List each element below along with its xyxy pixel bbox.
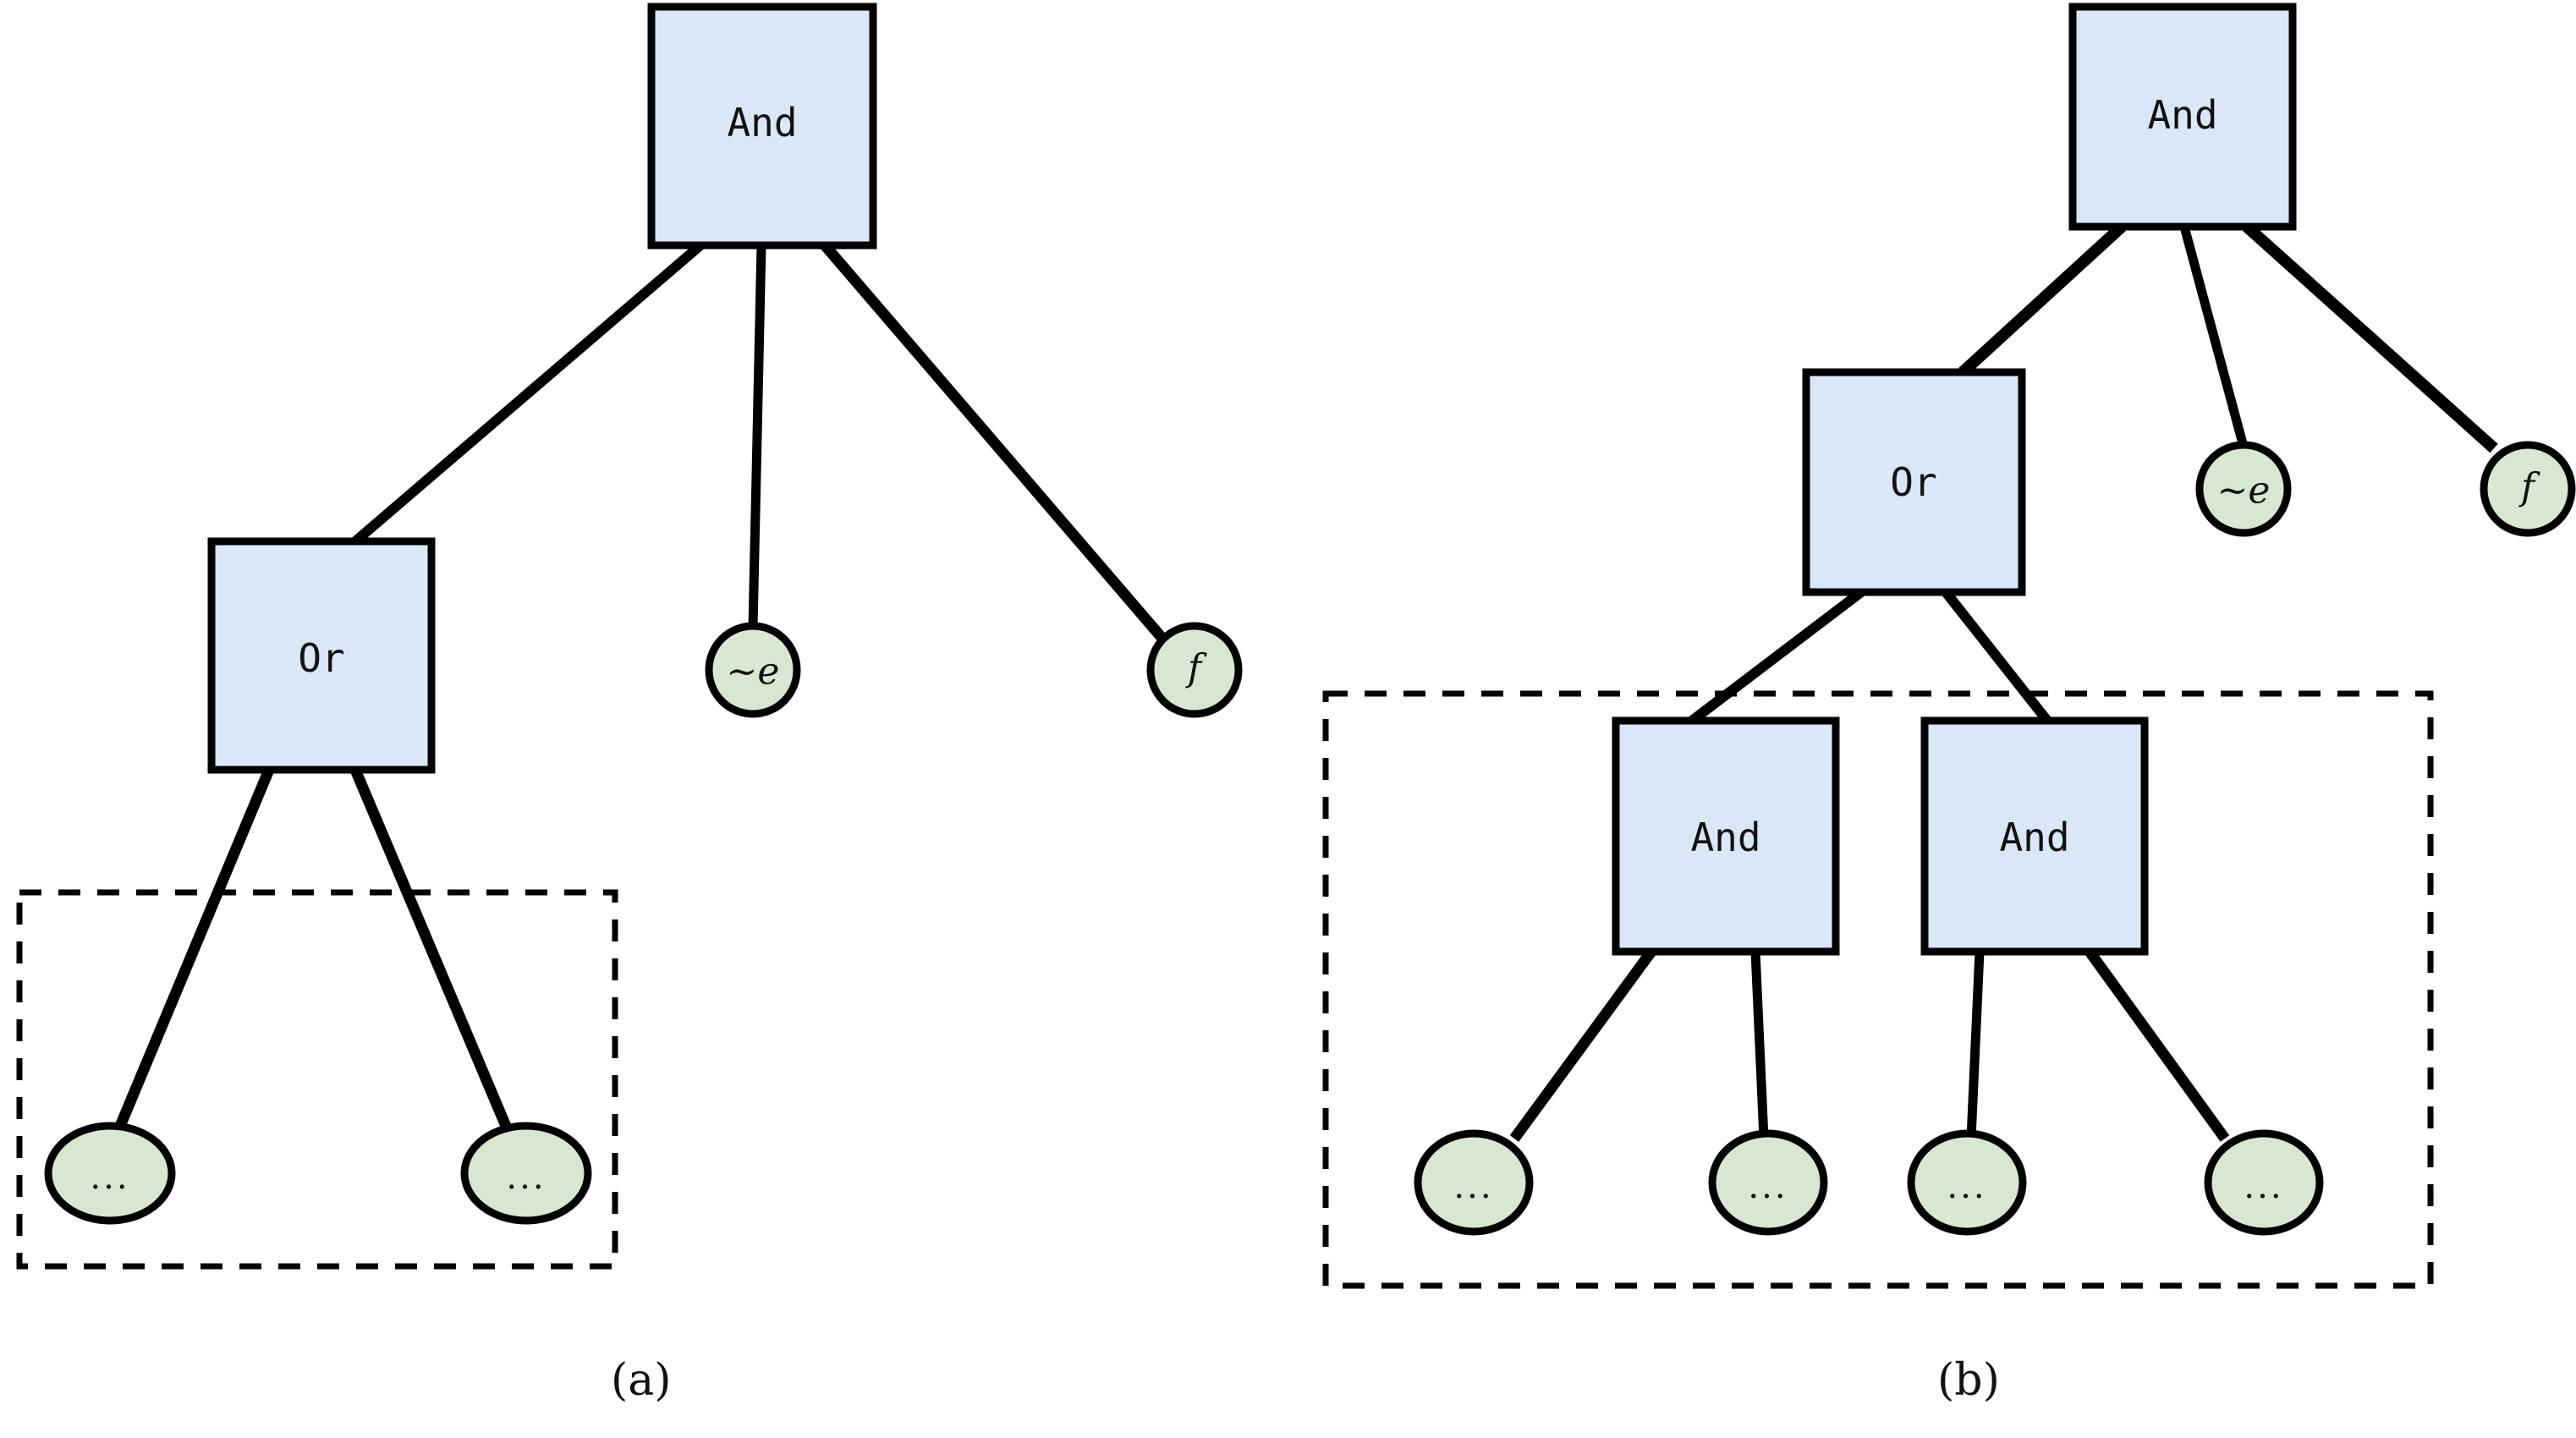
- caption-b: (b): [1937, 1355, 2000, 1406]
- caption-a-text: (a): [611, 1355, 672, 1406]
- node-a-dots-1[interactable]: ...: [44, 1122, 176, 1225]
- group-box-a: [16, 889, 618, 1270]
- node-b-and-right[interactable]: And: [1920, 716, 2149, 956]
- node-label: And: [2147, 92, 2217, 138]
- node-label: And: [727, 100, 797, 145]
- node-b-dots-1[interactable]: ...: [1414, 1129, 1534, 1236]
- node-a-and-root[interactable]: And: [647, 3, 877, 250]
- node-label: ...: [1453, 1167, 1493, 1206]
- caption-b-text: (b): [1937, 1355, 2000, 1406]
- node-b-and-root[interactable]: And: [2068, 3, 2297, 231]
- panel-b: And Or ~e f And: [1322, 3, 2576, 1289]
- node-label: And: [1690, 815, 1760, 860]
- edge-b-or-to-and-left: [1689, 588, 1865, 725]
- node-a-f[interactable]: f: [1146, 622, 1243, 718]
- edge-b-and-to-f: [2243, 222, 2498, 453]
- node-b-or[interactable]: Or: [1802, 368, 2026, 596]
- node-label: ...: [2244, 1167, 2283, 1206]
- panel-a: And Or ~e f ...: [16, 3, 1243, 1270]
- node-b-f[interactable]: f: [2480, 441, 2576, 537]
- edge-a-and-to-or: [352, 241, 704, 546]
- node-a-not-e[interactable]: ~e: [705, 622, 801, 718]
- node-label: Or: [1890, 459, 1936, 505]
- edge-a-or-to-dots2: [350, 767, 513, 1133]
- node-label: ...: [1947, 1167, 1986, 1206]
- node-label: Or: [298, 635, 344, 681]
- edge-a-and-to-f: [821, 241, 1168, 645]
- edge-b-andleft-to-dots1: [1509, 948, 1656, 1142]
- node-a-dots-2[interactable]: ...: [460, 1122, 592, 1225]
- group-box-b: [1322, 690, 2434, 1289]
- node-label: ...: [1748, 1167, 1788, 1206]
- node-b-not-e[interactable]: ~e: [2195, 441, 2292, 537]
- edge-a-and-to-not-e: [748, 244, 766, 628]
- edge-b-andright-to-dots3: [1966, 951, 1985, 1139]
- node-a-or[interactable]: Or: [207, 537, 436, 774]
- edge-b-or-to-and-right: [1942, 589, 2051, 724]
- node-label: ~e: [727, 650, 780, 694]
- node-b-dots-4[interactable]: ...: [2204, 1129, 2324, 1236]
- edge-b-andleft-to-dots2: [1750, 951, 1769, 1139]
- node-b-and-left[interactable]: And: [1612, 716, 1840, 956]
- node-b-dots-2[interactable]: ...: [1708, 1129, 1828, 1236]
- edge-b-andright-to-dots4: [2084, 948, 2230, 1142]
- caption-a: (a): [611, 1355, 672, 1406]
- node-label: ...: [506, 1158, 546, 1197]
- node-label: ...: [90, 1158, 129, 1197]
- node-b-dots-3[interactable]: ...: [1907, 1129, 2027, 1236]
- node-label: And: [1999, 815, 2069, 860]
- edge-a-or-to-dots1: [113, 767, 274, 1133]
- edge-b-and-to-or: [1958, 222, 2126, 377]
- node-label: ~e: [2217, 469, 2271, 513]
- edge-b-and-to-not-e: [2179, 225, 2249, 448]
